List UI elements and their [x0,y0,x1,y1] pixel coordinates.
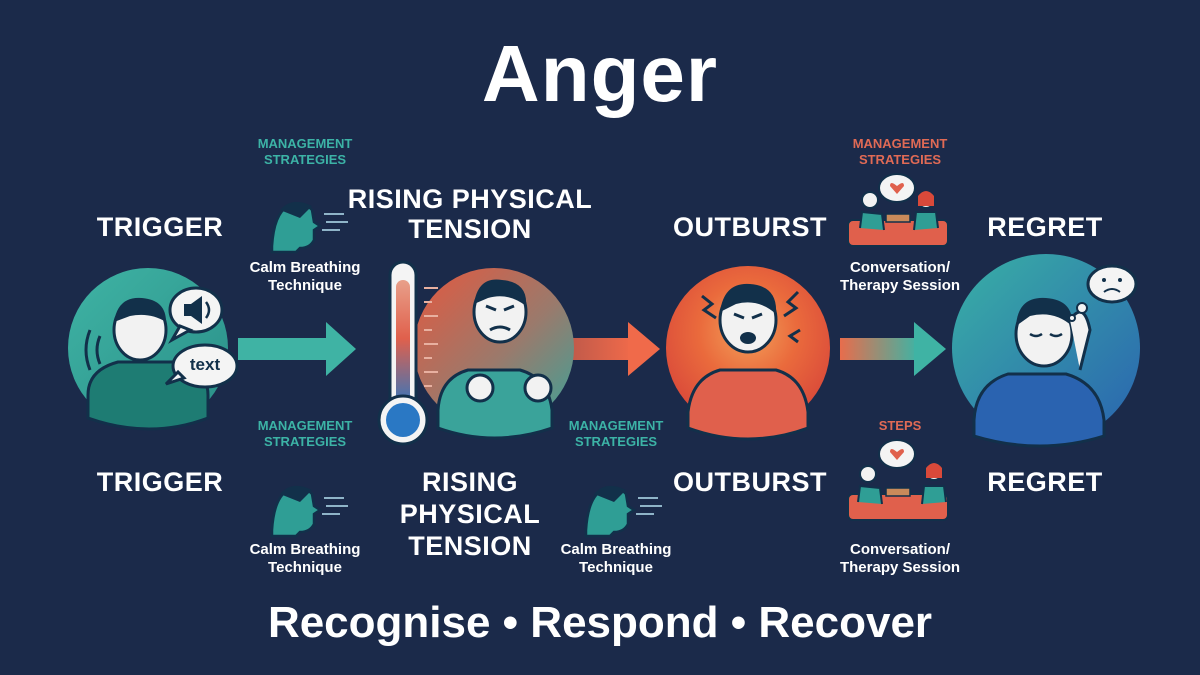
speech-bubble-text: text [189,355,221,374]
arrow-outburst-to-regret [840,322,946,376]
text-bubble-icon [164,343,239,389]
breathing-person-icon [584,485,662,538]
stage-label-regret-bottom: REGRET [987,467,1103,497]
strategy-caption-top-left: Calm Breathing Technique [249,259,361,294]
breathing-person-icon [270,485,348,538]
arrow-tension-to-outburst [560,322,660,376]
strategy-heading-bottom-middle: MANAGEMENT STRATEGIES [568,418,664,449]
stage-label-tension-top: RISING PHYSICAL TENSION [347,184,593,244]
regret-illustration [952,254,1140,448]
trigger-illustration [68,268,239,431]
breathing-person-icon [270,201,348,254]
stage-label-trigger-top: TRIGGER [96,212,224,242]
arrow-trigger-to-tension [238,322,356,376]
strategy-heading-top-right: MANAGEMENT STRATEGIES [852,136,948,167]
therapy-session-icon [847,439,949,521]
stage-label-tension-bottom: RISING PHYSICAL TENSION [399,467,541,561]
page-title: Anger [481,29,719,118]
stage-label-trigger-bottom: TRIGGER [96,467,224,497]
tagline: Recognise • Respond • Recover [267,598,933,647]
thermometer-icon [377,260,438,446]
sad-thought-cloud-icon [1068,264,1138,322]
strategy-caption-bottom-right: Conversation/ Therapy Session [839,541,961,576]
stage-label-outburst-bottom: OUTBURST [673,467,827,497]
strategy-heading-top-left: MANAGEMENT STRATEGIES [257,136,353,167]
therapy-session-icon [847,173,949,247]
speaker-bubble-icon [168,286,224,344]
strategy-heading-bottom-left: MANAGEMENT STRATEGIES [257,418,353,449]
stage-label-regret-top: REGRET [987,212,1103,242]
tension-illustration [414,268,574,440]
strategy-caption-top-right: Conversation/ Therapy Session [839,259,961,294]
outburst-illustration [666,266,830,441]
strategy-heading-bottom-right: STEPS [878,418,922,433]
strategy-caption-bottom-middle: Calm Breathing Technique [560,541,672,576]
stage-label-outburst-top: OUTBURST [673,212,827,242]
strategy-caption-bottom-left: Calm Breathing Technique [249,541,361,576]
